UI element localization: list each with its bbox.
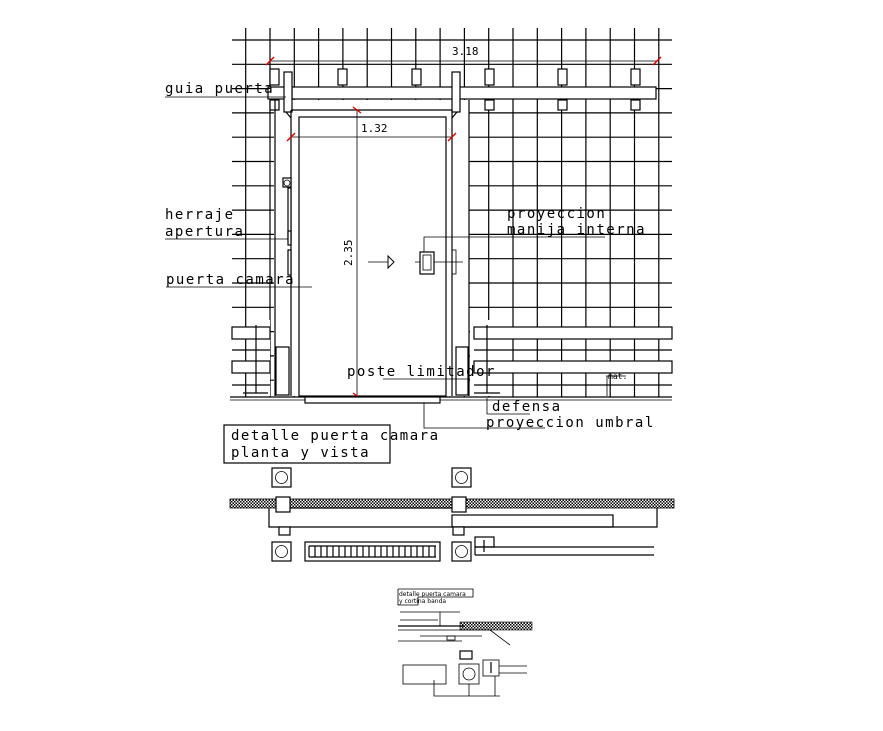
annotation-handle: proyeccion manija interna <box>423 206 646 252</box>
dimension-text-door-width: 1.32 <box>361 122 388 135</box>
floor-and-bumpers: mat. <box>230 325 673 404</box>
opening-direction-arrow-icon <box>368 254 395 270</box>
label-poste-limitador: poste limitador <box>347 364 496 380</box>
label-puerta-camara: puerta camara <box>166 272 295 288</box>
label-manija-interna: manija interna <box>507 222 646 238</box>
plan-view <box>229 467 675 562</box>
dimension-door-width: 1.32 <box>286 122 457 142</box>
annotation-hardware: herraje apertura <box>165 207 288 240</box>
mat-label: mat. <box>608 372 627 381</box>
title-box: detalle puerta camara planta y vista <box>223 424 440 464</box>
label-herraje: herraje <box>165 207 235 223</box>
thumbnail-detail: detalle puerta camara y cortina banda <box>397 588 533 697</box>
floor-grille <box>308 545 436 558</box>
opening-hardware <box>282 177 292 276</box>
thumbnail-title-2: y cortina banda <box>399 598 446 605</box>
annotation-bumper: defensa <box>486 398 562 415</box>
annotation-threshold: proyeccion umbral <box>423 403 655 431</box>
door-guide-rail <box>267 68 657 113</box>
thumbnail-title-1: detalle puerta camara <box>399 591 466 598</box>
label-defensa: defensa <box>492 399 562 415</box>
annotation-stop-post: poste limitador <box>347 364 496 380</box>
annotation-guide: guia puerta <box>165 81 286 98</box>
label-guia-puerta: guia puerta <box>165 81 274 97</box>
stop-post-right <box>455 346 469 396</box>
dimension-total-width: 3.18 <box>265 45 662 66</box>
door-area-mask <box>274 100 469 396</box>
label-apertura: apertura <box>165 224 244 240</box>
label-proyeccion: proyeccion <box>507 206 606 222</box>
door-handle <box>415 249 463 275</box>
wall-grid-lower <box>232 320 672 397</box>
title-line-2: planta y vista <box>231 445 370 461</box>
stop-post-left <box>275 346 290 396</box>
annotation-door: puerta camara <box>166 272 312 288</box>
dimension-text-door-height: 2.35 <box>342 240 355 267</box>
door-panel <box>298 116 447 397</box>
title-line-1: detalle puerta camara <box>231 428 440 444</box>
threshold <box>304 396 441 404</box>
dimension-text-total: 3.18 <box>452 45 479 58</box>
label-proyeccion-umbral: proyeccion umbral <box>486 415 655 431</box>
